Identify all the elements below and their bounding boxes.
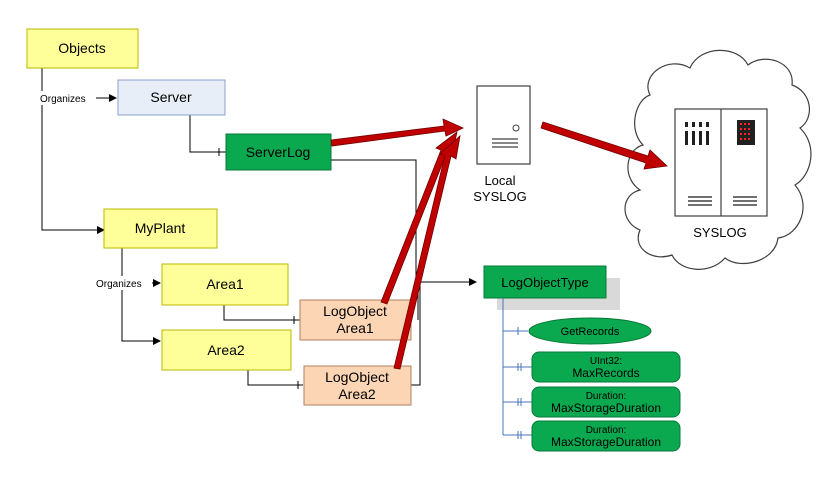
max-storage-duration-2-name: MaxStorageDuration bbox=[551, 435, 661, 449]
property-max-records[interactable]: UInt32: MaxRecords bbox=[531, 351, 681, 383]
reference-lines bbox=[41, 68, 477, 389]
log-object-area1-line2: Area1 bbox=[336, 320, 374, 336]
node-server-log[interactable]: ServerLog bbox=[225, 133, 332, 171]
node-server[interactable]: Server bbox=[117, 79, 226, 116]
node-area2[interactable]: Area2 bbox=[161, 329, 292, 371]
objects-label: Objects bbox=[58, 40, 105, 56]
organizes-label-area1: Organizes bbox=[96, 279, 142, 290]
max-storage-duration-1-type: Duration: bbox=[586, 391, 627, 402]
node-log-object-type[interactable]: LogObjectType bbox=[483, 265, 607, 299]
server-label: Server bbox=[150, 89, 192, 105]
max-storage-duration-2-type: Duration: bbox=[586, 425, 627, 436]
property-max-storage-duration-2[interactable]: Duration: MaxStorageDuration bbox=[531, 420, 681, 452]
max-records-type: UInt32: bbox=[590, 356, 622, 367]
syslog-server-rack-icon bbox=[674, 108, 768, 217]
area1-label: Area1 bbox=[206, 276, 244, 292]
area2-label: Area2 bbox=[207, 342, 245, 358]
method-get-records[interactable]: GetRecords bbox=[528, 317, 652, 345]
my-plant-label: MyPlant bbox=[135, 220, 186, 236]
node-objects[interactable]: Objects bbox=[26, 28, 139, 69]
remote-syslog-label: SYSLOG bbox=[693, 225, 746, 240]
property-max-storage-duration-1[interactable]: Duration: MaxStorageDuration bbox=[531, 386, 681, 418]
log-object-area2-line1: LogObject bbox=[325, 369, 389, 385]
node-log-object-area2[interactable]: LogObject Area2 bbox=[303, 365, 412, 406]
organizes-label-server: Organizes bbox=[40, 94, 86, 105]
log-object-area2-line2: Area2 bbox=[338, 386, 376, 402]
local-syslog-label-line2: SYSLOG bbox=[473, 189, 526, 204]
max-storage-duration-1-name: MaxStorageDuration bbox=[551, 401, 661, 415]
get-records-label: GetRecords bbox=[561, 326, 620, 338]
local-syslog-label-line1: Local bbox=[484, 173, 515, 188]
log-object-area1-line1: LogObject bbox=[323, 303, 387, 319]
node-area1[interactable]: Area1 bbox=[161, 263, 289, 306]
local-syslog-server-icon bbox=[476, 85, 531, 165]
server-log-label: ServerLog bbox=[246, 144, 311, 160]
max-records-name: MaxRecords bbox=[572, 366, 639, 380]
type-member-lines bbox=[502, 298, 532, 439]
node-log-object-area1[interactable]: LogObject Area1 bbox=[299, 299, 412, 341]
log-flow-arrows bbox=[330, 118, 668, 370]
log-object-type-label: LogObjectType bbox=[501, 275, 588, 290]
node-my-plant[interactable]: MyPlant bbox=[103, 208, 218, 249]
